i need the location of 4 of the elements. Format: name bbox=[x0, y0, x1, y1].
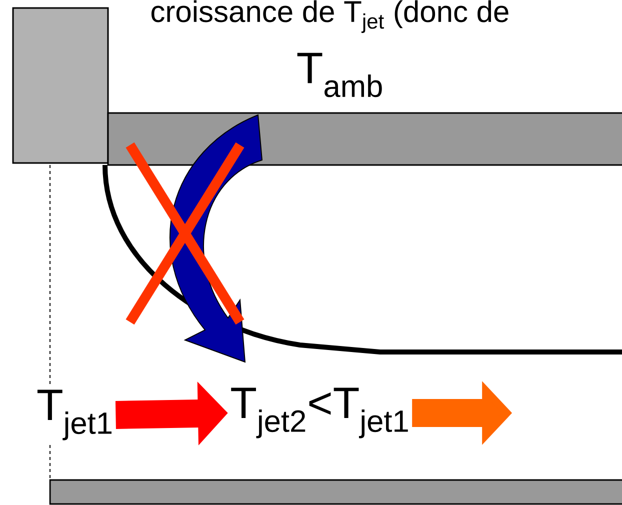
temperature-text: T$_{jet1}$ bbox=[37, 390, 112, 440]
title: croissance de T$_{jet}$ (donc de bbox=[151, 0, 508, 33]
temperature-text: T$_{jet2}$<T$_{jet1}$ bbox=[231, 388, 408, 438]
temperature-label: T$_{amb}$ bbox=[297, 52, 382, 98]
